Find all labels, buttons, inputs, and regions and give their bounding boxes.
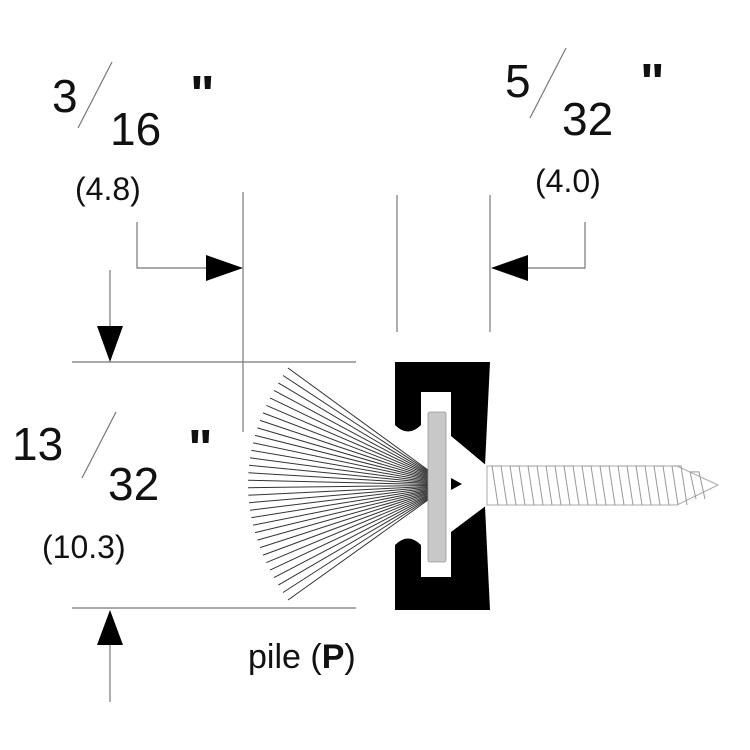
leader-line bbox=[527, 222, 586, 269]
pile-fiber bbox=[282, 498, 429, 593]
screw-head-slot bbox=[451, 478, 462, 490]
height-denominator: 32 bbox=[108, 458, 159, 510]
flange-denominator: 32 bbox=[562, 93, 613, 145]
height-dimension: 13 32 " (10.3) bbox=[12, 270, 356, 702]
pile-fiber bbox=[257, 427, 429, 479]
screw-thread bbox=[581, 465, 598, 506]
width-denominator: 16 bbox=[110, 103, 161, 155]
pile-fiber bbox=[251, 449, 429, 482]
screw-thread bbox=[527, 465, 544, 506]
screw-thread bbox=[563, 465, 580, 506]
screw-thread bbox=[509, 465, 526, 506]
profile-body bbox=[395, 362, 490, 610]
screw-thread bbox=[491, 465, 508, 506]
pile-fiber bbox=[248, 464, 429, 484]
pile-fiber bbox=[259, 419, 429, 478]
screw bbox=[486, 465, 720, 506]
pile-fiber bbox=[249, 457, 429, 483]
pile-fiber bbox=[266, 494, 429, 564]
pile-fiber bbox=[262, 493, 429, 556]
pile-fiber bbox=[248, 485, 429, 496]
pile-fiber bbox=[248, 484, 429, 489]
screw-thread bbox=[545, 465, 562, 506]
pile-fiber bbox=[254, 490, 429, 534]
screw-thread bbox=[635, 465, 652, 506]
arrow-right-icon bbox=[206, 255, 243, 281]
fraction-slash bbox=[81, 411, 117, 479]
screw-thread bbox=[689, 471, 706, 500]
pile-label: pile (P) bbox=[248, 638, 356, 676]
pile-fiber bbox=[262, 412, 429, 477]
pile-fiber bbox=[282, 375, 429, 472]
pile-fiber bbox=[249, 487, 429, 511]
screw-thread bbox=[653, 465, 670, 506]
screw-head-countersink bbox=[451, 436, 487, 532]
pile-fiber bbox=[248, 479, 429, 486]
screw-thread bbox=[599, 465, 616, 506]
pile-fiber bbox=[252, 442, 429, 481]
pile-fiber bbox=[266, 404, 429, 476]
pile-fiber bbox=[269, 495, 429, 571]
pile-fiber bbox=[254, 434, 429, 480]
arrow-down-icon bbox=[97, 326, 123, 362]
pile-fiber bbox=[252, 489, 429, 526]
fraction-slash bbox=[77, 61, 113, 129]
pile-fiber bbox=[248, 472, 429, 485]
flange-metric: (4.0) bbox=[535, 163, 601, 199]
flange-numerator: 5 bbox=[505, 55, 531, 107]
pile-fiber bbox=[269, 397, 429, 475]
carrier-profile bbox=[395, 362, 490, 610]
fraction-slash bbox=[529, 47, 567, 119]
screw-thread bbox=[671, 465, 688, 506]
fiber-backing-insert bbox=[427, 411, 447, 563]
inch-mark: " bbox=[190, 66, 215, 124]
height-metric: (10.3) bbox=[42, 529, 126, 565]
pile-fiber bbox=[259, 492, 429, 549]
width-numerator: 3 bbox=[52, 70, 78, 122]
pile-fiber bbox=[278, 382, 429, 473]
pile-fiber bbox=[248, 486, 429, 504]
arrow-up-icon bbox=[97, 610, 123, 645]
width-metric: (4.8) bbox=[75, 171, 141, 207]
inch-mark: " bbox=[188, 420, 213, 478]
pile-fiber bbox=[273, 496, 429, 578]
pile-fiber bbox=[257, 491, 429, 541]
pile-fiber bbox=[273, 390, 429, 474]
inch-mark: " bbox=[640, 54, 665, 112]
pile-fiber bbox=[287, 499, 429, 601]
screw-thread bbox=[617, 465, 634, 506]
arrow-left-icon bbox=[491, 255, 528, 281]
pile-fibers bbox=[248, 367, 429, 601]
width-dimension: 3 16 " (4.8) bbox=[52, 61, 244, 432]
flange-dimension: 5 32 " (4.0) bbox=[396, 47, 665, 332]
height-numerator: 13 bbox=[12, 418, 63, 470]
pile-fiber bbox=[278, 497, 429, 586]
pile-fiber bbox=[251, 488, 429, 519]
leader-line bbox=[136, 222, 208, 269]
pile-fiber bbox=[287, 367, 429, 471]
